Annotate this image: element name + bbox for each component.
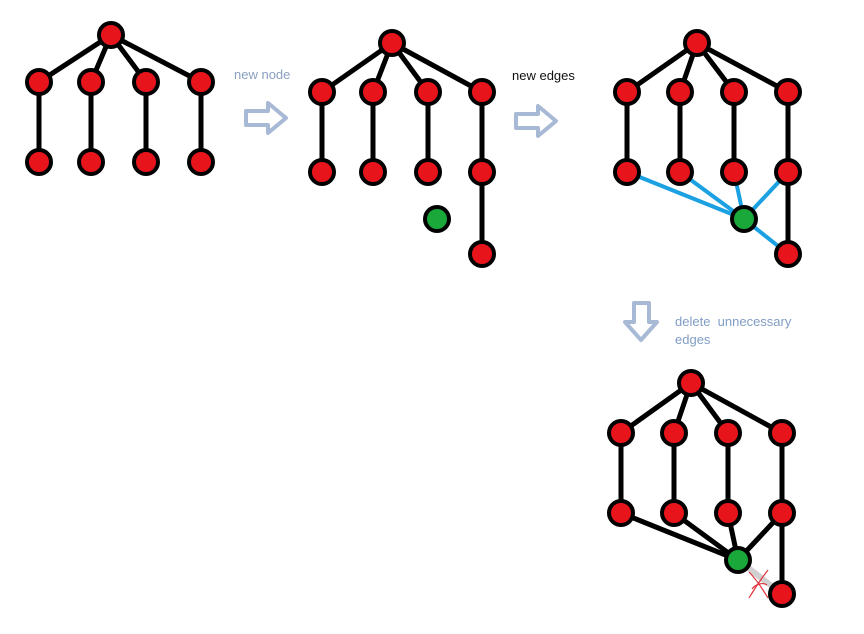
- graph-step-4-nodes: [607, 369, 796, 608]
- delete-label-line-1: delete unnecessary: [675, 314, 792, 329]
- cross-icon: [748, 569, 769, 599]
- new-node: [730, 205, 758, 233]
- new-node: [724, 546, 752, 574]
- new-node: [423, 205, 451, 233]
- graph-step-3-nodes: [613, 29, 802, 268]
- new-edges-label: new edges: [512, 68, 575, 83]
- graph-step-2-nodes: [308, 29, 496, 268]
- right-arrow-icon: [244, 101, 288, 135]
- down-arrow-icon: [623, 301, 659, 342]
- graph-step-1-nodes: [25, 21, 215, 176]
- graph-step-1: [36, 32, 204, 165]
- graph-step-4: [618, 380, 785, 597]
- graph-step-3: [624, 40, 791, 257]
- graph-step-2: [319, 40, 485, 257]
- new-edges: [625, 170, 790, 256]
- delete-edges-label: delete unnecessary edges: [675, 313, 815, 349]
- delete-label-line-2: edges: [675, 332, 711, 347]
- new-node-label: new node: [234, 67, 291, 82]
- right-arrow-icon: [514, 104, 558, 138]
